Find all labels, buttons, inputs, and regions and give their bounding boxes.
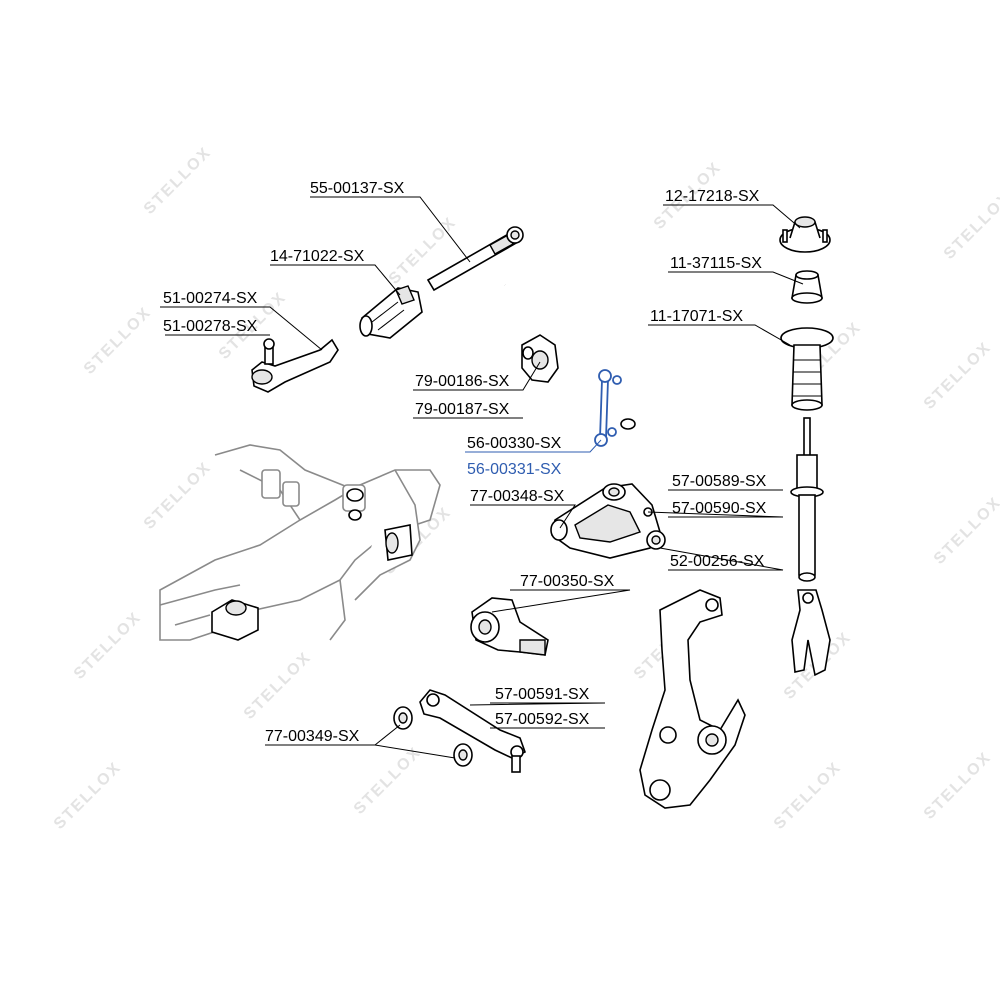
part-label: 77-00349-SX bbox=[265, 728, 360, 745]
part-label: 57-00590-SX bbox=[672, 500, 767, 517]
part-label: 79-00186-SX bbox=[415, 373, 510, 390]
part-label-highlighted: 56-00331-SX bbox=[467, 461, 562, 478]
watermark-text: STELLOX bbox=[351, 744, 425, 818]
tension-rod-bushings-drawing bbox=[393, 706, 473, 767]
part-label: 51-00278-SX bbox=[163, 318, 258, 335]
part-label: 79-00187-SX bbox=[415, 401, 510, 418]
watermark-text: STELLOX bbox=[241, 649, 315, 723]
part-label: 55-00137-SX bbox=[310, 180, 405, 197]
stabilizer-bushing-drawing bbox=[521, 334, 559, 383]
part-label: 52-00256-SX bbox=[670, 553, 765, 570]
watermark-text: STELLOX bbox=[941, 189, 1000, 263]
watermark-text: STELLOX bbox=[81, 304, 155, 378]
watermark-text: STELLOX bbox=[921, 749, 995, 823]
lower-arm-bushing-drawing bbox=[470, 597, 549, 656]
part-label: 11-17071-SX bbox=[650, 308, 743, 325]
part-label: 57-00589-SX bbox=[672, 473, 767, 490]
part-label: 57-00592-SX bbox=[495, 711, 590, 728]
strut-mount-drawing bbox=[779, 216, 831, 253]
part-label: 57-00591-SX bbox=[495, 686, 590, 703]
watermark-text: STELLOX bbox=[141, 144, 215, 218]
leader-lines bbox=[160, 196, 804, 759]
watermark-text: STELLOX bbox=[51, 759, 125, 833]
tie-rod-drawing bbox=[426, 226, 524, 292]
part-label: 51-00274-SX bbox=[163, 290, 258, 307]
upper-control-arm-drawing bbox=[550, 483, 666, 559]
part-label: 11-37115-SX bbox=[670, 255, 762, 272]
part-label: 56-00330-SX bbox=[467, 435, 562, 452]
knuckle-drawing bbox=[639, 589, 746, 809]
part-label: 12-17218-SX bbox=[665, 188, 760, 205]
dust-boot-drawing bbox=[780, 327, 834, 411]
tie-rod-end-drawing bbox=[251, 338, 339, 393]
watermark-text: STELLOX bbox=[141, 459, 215, 533]
tension-rod-drawing bbox=[419, 689, 526, 773]
part-labels: 55-00137-SX 14-71022-SX 51-00274-SX 51-0… bbox=[163, 180, 767, 745]
boot-drawing bbox=[359, 285, 423, 339]
part-label: 77-00350-SX bbox=[520, 573, 615, 590]
stabilizer-bar-drawing bbox=[504, 281, 664, 430]
watermark-text: STELLOX bbox=[71, 609, 145, 683]
watermark-text: STELLOX bbox=[921, 339, 995, 413]
subframe-drawing bbox=[159, 444, 441, 641]
part-label: 14-71022-SX bbox=[270, 248, 365, 265]
watermark-text: STELLOX bbox=[771, 759, 845, 833]
stabilizer-link-drawing bbox=[594, 369, 622, 447]
part-label: 77-00348-SX bbox=[470, 488, 565, 505]
bump-stop-drawing bbox=[791, 270, 823, 304]
shock-absorber-drawing bbox=[790, 417, 831, 677]
watermark-text: STELLOX bbox=[931, 494, 1000, 568]
